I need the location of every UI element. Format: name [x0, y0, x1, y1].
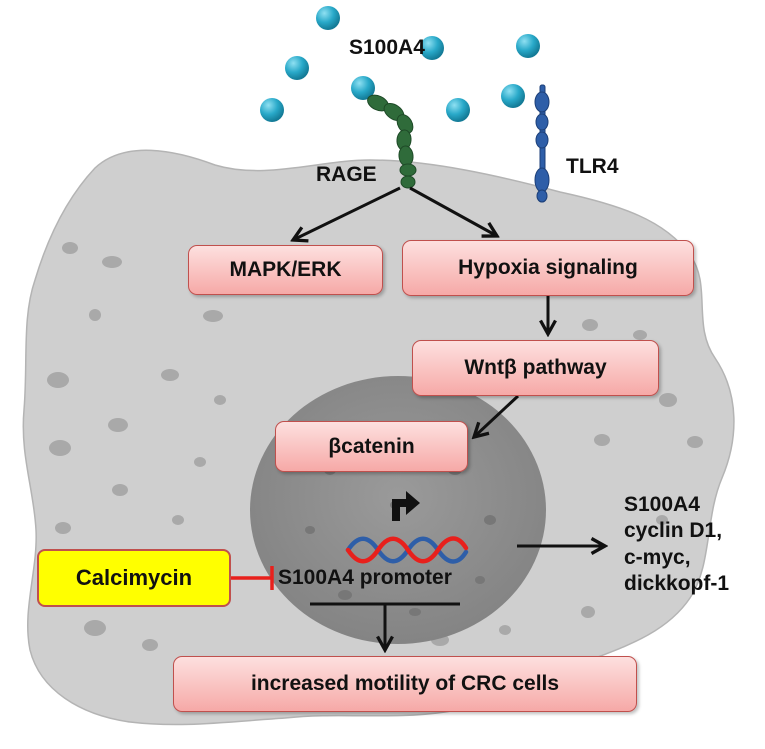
s100a4-molecule	[420, 36, 444, 60]
transcription-start-icon	[392, 491, 420, 521]
calcimycin-box: Calcimycin	[37, 549, 231, 607]
target-gene: c-myc,	[624, 545, 691, 569]
outcome-box: increased motility of CRC cells	[173, 656, 637, 712]
mapk-erk-box: MAPK/ERK	[188, 245, 383, 295]
s100a4-molecule	[501, 84, 525, 108]
promoter-label: S100A4 promoter	[278, 566, 452, 589]
arrow-wnt-to-bcatenin	[474, 394, 520, 437]
s100a4-molecule	[516, 34, 540, 58]
s100a4-molecule	[351, 76, 375, 100]
s100a4-molecule	[285, 56, 309, 80]
s100a4-molecule	[260, 98, 284, 122]
beta-catenin-box: βcatenin	[275, 421, 468, 472]
wnt-pathway-box: Wntβ pathway	[412, 340, 659, 396]
hypoxia-signaling-box: Hypoxia signaling	[402, 240, 694, 296]
cytoplasm-granules	[47, 242, 703, 651]
arrow-rage-to-mapk	[293, 186, 401, 240]
s100a4-molecules	[260, 6, 540, 122]
s100a4-molecule	[446, 98, 470, 122]
s100a4-molecule	[316, 6, 340, 30]
target-gene: dickkopf-1	[624, 571, 730, 595]
s100a4-label: S100A4	[349, 36, 425, 59]
inhibition-line	[231, 566, 274, 590]
rage-label: RAGE	[316, 163, 377, 186]
target-gene: cyclin D1,	[624, 519, 723, 543]
rage-receptor	[367, 94, 417, 189]
tlr4-receptor	[534, 84, 550, 203]
target-gene: S100A4	[624, 493, 700, 516]
tlr4-label: TLR4	[566, 155, 619, 178]
dna-helix-icon	[345, 536, 469, 564]
target-gene-list: S100A4 cyclin D1, c-myc, dickkopf-1	[624, 492, 729, 597]
arrow-rage-to-hypoxia	[409, 186, 497, 236]
signalling-arrows	[293, 186, 605, 650]
